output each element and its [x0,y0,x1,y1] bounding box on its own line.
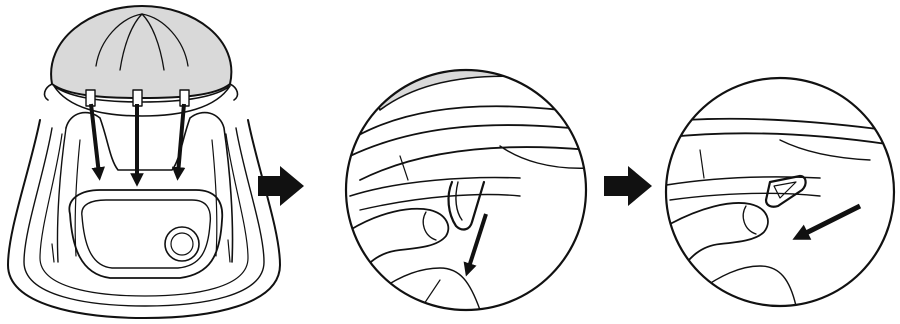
right-arrow-icon [258,166,304,206]
finger [670,203,768,270]
strap-left [86,90,95,106]
zoom-detail-2 [660,78,900,306]
strap-center [133,90,142,106]
strap-right [180,90,189,106]
walker-seat-illustration [8,6,280,318]
slide-out-arrow-icon [800,206,860,236]
pull-down-arrow-icon [468,214,486,270]
play-tray [69,190,222,278]
finger [350,209,448,272]
canopy [51,6,231,98]
zoom-detail-1 [346,60,600,310]
right-arrow-icon [604,166,652,206]
zoom-circle [666,78,894,306]
clip [449,182,484,229]
walker-base-outer [8,120,280,318]
cup-holder [165,227,199,261]
attach-arrows [91,104,184,180]
